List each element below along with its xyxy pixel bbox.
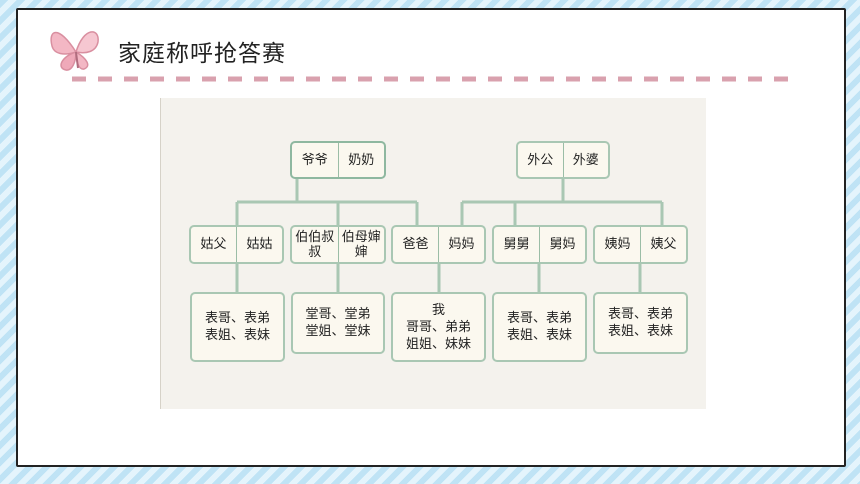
label-self: 我	[431, 302, 445, 318]
label-father: 爸爸	[393, 227, 439, 262]
label-grandmother-maternal: 外婆	[572, 152, 599, 168]
cousins-line-1: 表哥、表弟	[204, 311, 270, 326]
paternal-grandparents-box: 爷爷 奶奶	[290, 141, 386, 179]
page-title: 家庭称呼抢答赛	[118, 41, 286, 67]
maternal-uncles-box: 舅舅 舅妈	[492, 225, 587, 264]
label-maternal-aunt-husband: 姨父	[650, 237, 677, 252]
siblings-line-2: 姐姐、妹妹	[405, 336, 471, 352]
tree-connectors	[235, 179, 664, 292]
label-aunt-husband: 姑父	[191, 227, 237, 262]
cousins-box-4: 表哥、表弟 表姐、表妹	[593, 292, 688, 354]
label-grandmother-paternal: 奶奶	[348, 152, 375, 168]
cousins-line-1: 堂哥、堂弟	[305, 307, 371, 322]
dashed-divider	[72, 76, 792, 82]
label-grandfather-maternal: 外公	[518, 143, 564, 177]
label-mother: 妈妈	[448, 237, 475, 252]
label-maternal-uncle-wife: 舅妈	[549, 237, 576, 252]
maternal-grandparents-box: 外公 外婆	[516, 141, 610, 179]
cousins-line-2: 表姐、表妹	[607, 324, 673, 339]
label-maternal-uncle: 舅舅	[494, 227, 540, 262]
family-tree-diagram: 爷爷 奶奶 外公 外婆 姑父 姑姑 伯伯叔叔 伯母婶婶 爸爸 妈妈 舅舅 舅妈 …	[160, 98, 706, 409]
maternal-aunts-box: 姨妈 姨父	[593, 225, 688, 264]
cousins-box-1: 表哥、表弟 表姐、表妹	[190, 292, 285, 362]
label-maternal-aunt: 姨妈	[595, 227, 641, 262]
label-uncles-wives: 伯母婶婶	[341, 229, 381, 260]
cousins-line-1: 表哥、表弟	[607, 307, 673, 322]
cousins-line-2: 表姐、表妹	[204, 328, 270, 343]
butterfly-icon	[50, 31, 99, 71]
parents-box: 爸爸 妈妈	[391, 225, 486, 264]
siblings-line-1: 哥哥、弟弟	[405, 319, 471, 335]
label-aunt: 姑姑	[246, 237, 273, 252]
cousins-box-3: 表哥、表弟 表姐、表妹	[492, 292, 587, 362]
label-uncles: 伯伯叔叔	[292, 227, 339, 262]
label-grandfather-paternal: 爷爷	[292, 143, 339, 177]
self-siblings-box: 我 哥哥、弟弟 姐姐、妹妹	[391, 292, 486, 362]
paternal-aunt-box: 姑父 姑姑	[189, 225, 284, 264]
paternal-uncles-box: 伯伯叔叔 伯母婶婶	[290, 225, 386, 264]
cousins-line-2: 堂姐、堂妹	[305, 324, 371, 339]
cousins-box-2: 堂哥、堂弟 堂姐、堂妹	[291, 292, 385, 354]
cousins-line-1: 表哥、表弟	[506, 311, 572, 326]
cousins-line-2: 表姐、表妹	[506, 328, 572, 343]
